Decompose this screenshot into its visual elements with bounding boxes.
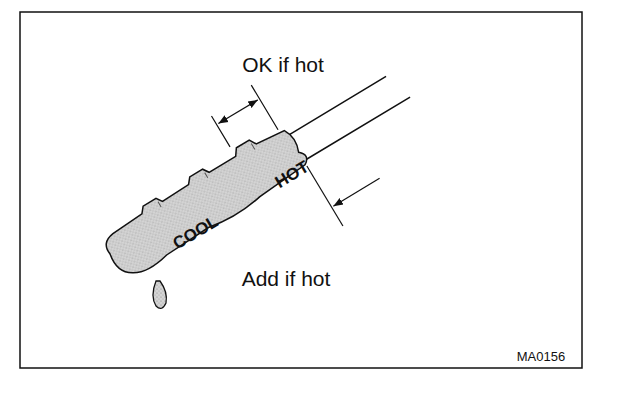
extension-line [208, 85, 278, 155]
oil-drip [153, 281, 166, 308]
dimension-label: OK if hot [242, 54, 324, 75]
dimension-arrow [333, 178, 379, 206]
dipstick [72, 18, 449, 337]
dipstick-rod [283, 71, 410, 164]
figure-code: MA0156 [517, 350, 565, 363]
dimension-arrow [218, 100, 257, 124]
blade-notches [157, 143, 255, 207]
dimension-label: Add if hot [242, 268, 331, 289]
extension-line [307, 166, 343, 226]
oil-coated-blade [96, 119, 314, 282]
border-frame [20, 12, 582, 368]
